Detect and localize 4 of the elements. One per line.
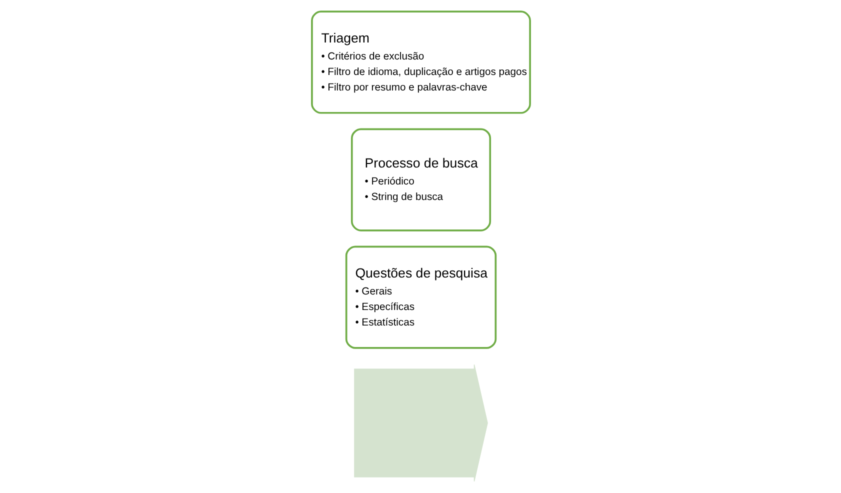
- node-arrow: [354, 364, 488, 482]
- node-box: Processo de busca • Periódico • String de busca: [350, 128, 491, 232]
- node-box: Questões de pesquisa • Gerais • Específicas • Estatísticas: [344, 246, 496, 349]
- node-box: Triagem • Critérios de exclusão • Filtro de idioma, duplicação e artigos pagos • Filtro por resumo e palavras-chave: [310, 10, 530, 114]
